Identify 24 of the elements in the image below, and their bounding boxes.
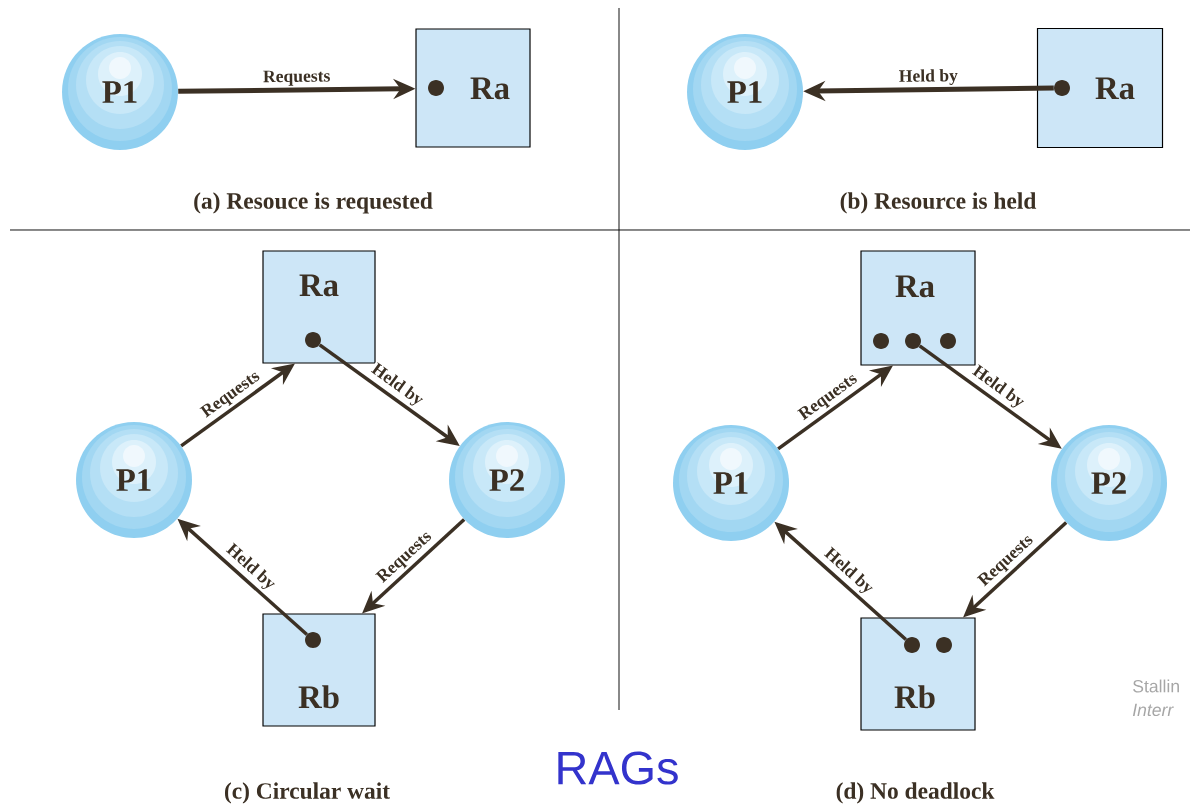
panel-caption: (c) Circular wait: [224, 782, 390, 804]
panel-caption: (a) Resouce is requested: [194, 192, 433, 214]
source-note: Stallin: [1133, 679, 1179, 693]
resource-dot: [936, 637, 952, 653]
source-note: Interr: [1132, 703, 1174, 717]
title: RAGs: [558, 751, 678, 785]
panel-caption: (d) No deadlock: [836, 782, 995, 804]
resource-dot: [905, 333, 921, 349]
resource-dot: [428, 80, 444, 96]
resource-dot: [305, 632, 321, 648]
resource-dot: [873, 333, 889, 349]
edge-label: Requests: [261, 68, 332, 88]
resource-dot: [940, 333, 956, 349]
panel-caption: (b) Resource is held: [840, 192, 1037, 214]
resource-box: Ra: [1036, 27, 1164, 149]
resource-dot: [305, 332, 321, 348]
resource-box: Ra: [262, 250, 376, 364]
edge-label: Held by: [897, 67, 960, 87]
resource-box: Ra: [415, 28, 531, 148]
resource-dot: [904, 637, 920, 653]
resource-box: Rb: [860, 617, 976, 731]
resource-dot: [1054, 80, 1070, 96]
resource-box: Rb: [262, 613, 376, 727]
resource-box: Ra: [860, 250, 976, 366]
